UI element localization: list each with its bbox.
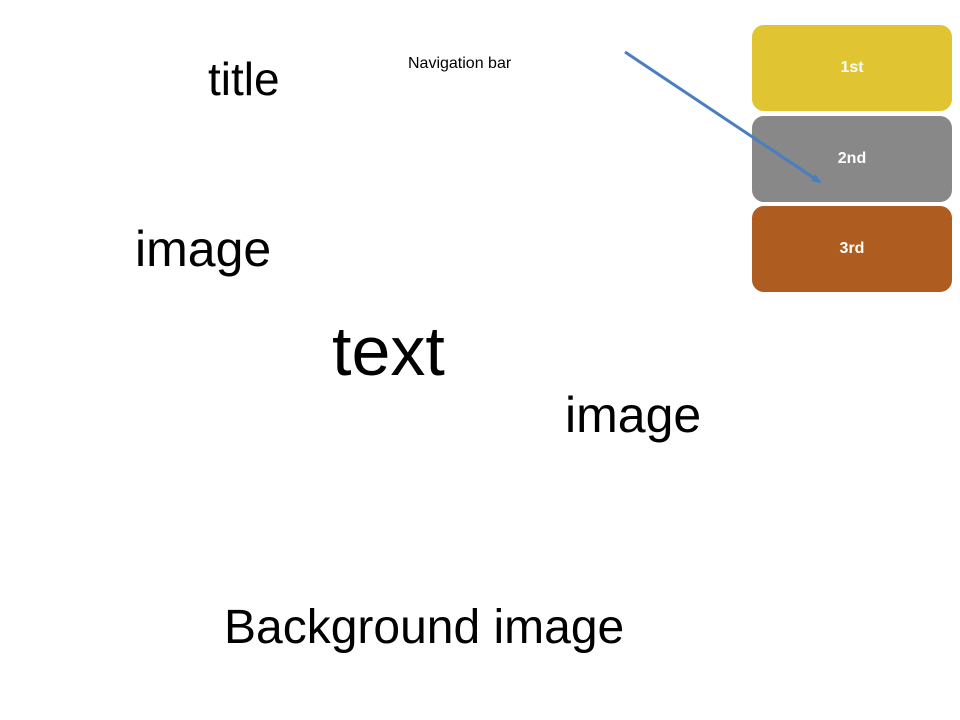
text-placeholder: text [332, 312, 445, 390]
nav-button-label: 3rd [839, 240, 865, 257]
background-image-label: Background image [224, 601, 625, 654]
nav-button-3rd[interactable]: 3rd [752, 206, 952, 292]
nav-button-2nd[interactable]: 2nd [752, 116, 952, 202]
title-placeholder: title [208, 53, 280, 105]
nav-button-1st[interactable]: 1st [752, 25, 952, 111]
navigation-bar-label: Navigation bar [408, 55, 512, 72]
image-placeholder-bottom: image [565, 387, 702, 443]
nav-button-label: 1st [840, 59, 864, 76]
image-placeholder-top: image [135, 221, 272, 277]
nav-button-label: 2nd [837, 150, 867, 167]
